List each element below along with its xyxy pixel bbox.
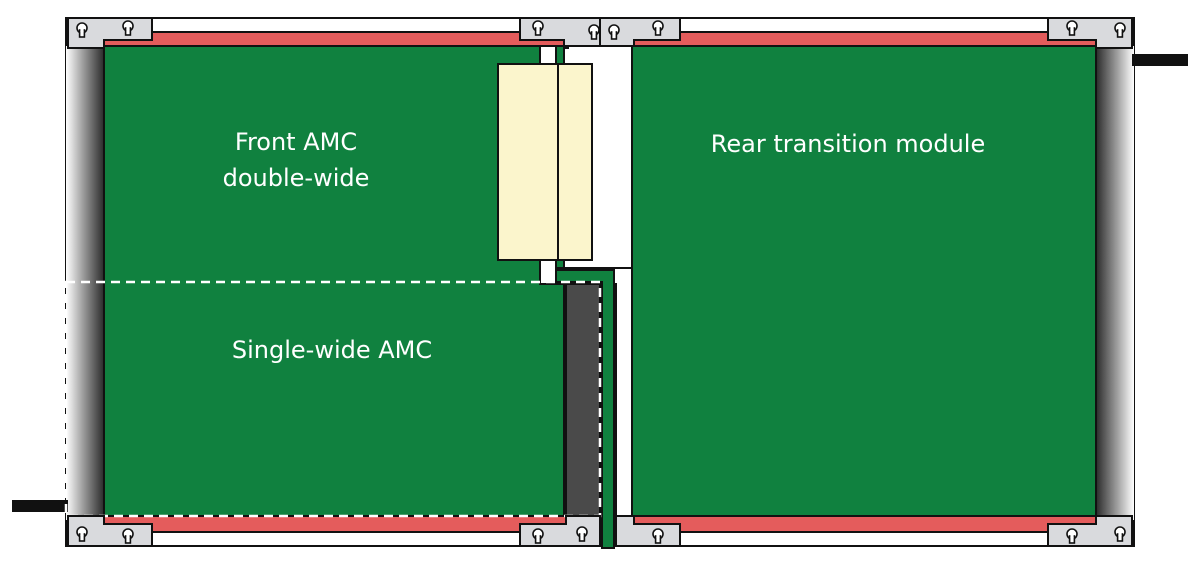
right-side-strut — [1096, 46, 1134, 520]
clip-bottom-right — [1047, 515, 1133, 547]
rear-transition-module-label: Rear transition module — [711, 130, 985, 158]
rear-bottom-rail — [631, 515, 1097, 533]
right-lever — [1132, 54, 1188, 66]
left-lever — [12, 500, 68, 512]
front-bottom-rail — [103, 515, 569, 533]
single-wide-stiffener — [565, 283, 601, 517]
front-amc-label-line2: double-wide — [223, 164, 370, 192]
rtm-connector-strip — [555, 269, 615, 549]
clip-top-right — [1047, 17, 1133, 49]
clip-bottom-center-left — [519, 515, 601, 547]
rear-transition-board — [631, 45, 1097, 517]
clip-top-center-right — [599, 17, 681, 47]
clip-top-left — [67, 17, 153, 49]
zone3-connector-block — [497, 63, 593, 261]
single-wide-amc-label: Single-wide AMC — [232, 336, 432, 364]
clip-bottom-left — [67, 515, 153, 547]
clip-bottom-center-right — [615, 515, 681, 547]
front-amc-label-line1: Front AMC — [235, 128, 357, 156]
